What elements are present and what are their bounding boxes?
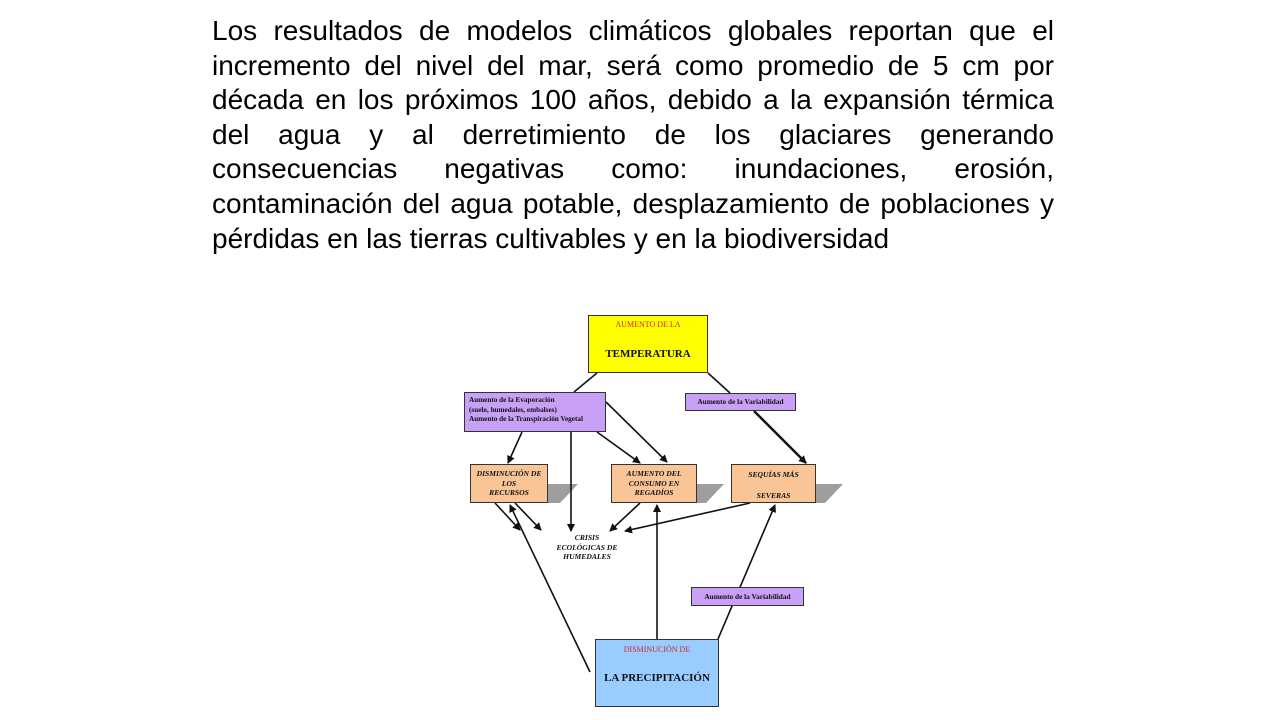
box-disminucion-recursos: DISMINUCIÓN DE LOS RECURSOS (470, 464, 548, 503)
consumo-line: REGADÍOS (634, 488, 674, 497)
recursos-line: LOS (501, 478, 517, 488)
temp-title: TEMPERATURA (605, 348, 691, 360)
shadow-sequias (816, 484, 843, 503)
box-aumento-temperatura: AUMENTO DE LA TEMPERATURA (588, 315, 708, 373)
arrow-recursos-crisis-1 (494, 502, 521, 531)
evap-line: Aumento de la Transpiración Vegetal (469, 415, 583, 424)
box-variabilidad-top: Aumento de la Variabilidad (685, 393, 796, 411)
box-aumento-consumo: AUMENTO DEL CONSUMO EN REGADÍOS (611, 464, 697, 503)
sequias-line: SEVERAS (756, 491, 791, 500)
arrow-precip-recursos (509, 504, 591, 673)
arrow-evap-recursos (507, 431, 523, 464)
shadow-consumo (697, 484, 724, 503)
box-disminucion-precipitacion: DISMINUCIÓN DE LA PRECIPITACIÓN (595, 639, 719, 707)
arrow-evap-consumo-2 (605, 401, 668, 463)
consumo-line: AUMENTO DEL (626, 469, 682, 478)
arrow-var-sequias (753, 410, 807, 464)
consumo-line: CONSUMO EN (628, 478, 680, 488)
arrow-temp-var (707, 372, 731, 394)
sequias-line: SEQUÍAS MÁS (748, 470, 799, 479)
crisis-ecologicas-label: CRISIS ECOLÓGICAS DE HUMEDALES (542, 533, 632, 562)
temp-prefix: AUMENTO DE LA (615, 320, 681, 329)
recursos-line: DISMINUCIÓN DE (476, 469, 542, 478)
box-variabilidad-bottom: Aumento de la Variabilidad (691, 587, 804, 606)
recursos-line: RECURSOS (489, 488, 529, 497)
shadow-recursos (548, 484, 578, 503)
evap-line: Aumento de la Evaporación (469, 396, 555, 404)
crisis-line: ECOLÓGICAS DE (556, 542, 618, 552)
box-sequias-severas: SEQUÍAS MÁS SEVERAS (731, 464, 816, 503)
description-paragraph: Los resultados de modelos climáticos glo… (212, 15, 1054, 254)
arrow-evap-consumo-1 (596, 431, 641, 464)
arrow-recursos-crisis-2 (514, 502, 542, 531)
precip-title: LA PRECIPITACIÓN (604, 672, 710, 684)
crisis-line: CRISIS (574, 533, 600, 542)
arrow-temp-evap (573, 372, 598, 393)
arrow-precip-sequias (717, 504, 776, 640)
crisis-line: HUMEDALES (563, 552, 611, 561)
evap-line: (suelo, humedales, embalses) (469, 405, 557, 414)
arrow-sequias-crisis (624, 502, 751, 534)
arrow-consumo-crisis (609, 502, 641, 532)
box-aumento-evaporacion: Aumento de la Evaporación (suelo, humeda… (464, 392, 606, 432)
precip-prefix: DISMINUCIÓN DE (623, 645, 691, 654)
